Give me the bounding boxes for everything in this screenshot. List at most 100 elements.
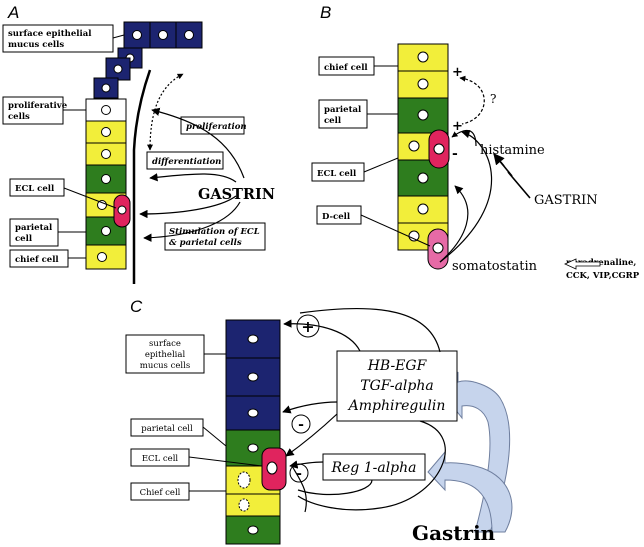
nucleus (247, 408, 259, 418)
a-labels: surface epithelial mucus cells prolifera… (2, 24, 125, 268)
a-differentiation-box (146, 151, 224, 170)
b-label-parietal-box (318, 99, 368, 129)
b-inhibitors-2: CCK, VIP,CGRP (566, 271, 640, 281)
nucleus (433, 143, 445, 155)
a-stimulation-label-2: & parietal cells (169, 238, 242, 248)
nucleus (417, 203, 429, 215)
nucleus (101, 127, 111, 137)
a-lumen-line (132, 69, 152, 284)
curve (291, 465, 307, 513)
a-arrows (139, 73, 245, 242)
b-histamine: histamine (480, 143, 545, 158)
b-label-chief: chief cell (324, 63, 368, 73)
arrow (143, 201, 241, 242)
a-label-parietal-1: parietal (15, 223, 53, 233)
nucleus (237, 471, 251, 489)
c-plus: + (301, 317, 314, 336)
c-label-chief: Chief cell (140, 488, 181, 498)
c-factor-1: HB-EGF (367, 358, 428, 374)
arrow (149, 173, 237, 183)
a-label-ecl-box (9, 178, 65, 197)
a-label-ecl: ECL cell (15, 184, 55, 194)
arrow (139, 195, 237, 219)
c-label-surface-box (125, 334, 205, 374)
panel-b-letter: B (320, 3, 331, 22)
c-label-surface-1: surface (149, 339, 181, 349)
dashed-arrow (147, 73, 184, 151)
gastrin-arrow (493, 153, 513, 177)
nucleus (101, 149, 111, 159)
c-reg-label: Reg 1-alpha (330, 460, 416, 476)
nucleus (101, 226, 111, 236)
c-label-surface-2: epithelial (145, 350, 186, 360)
nucleus (247, 443, 259, 453)
c-minus-1: - (298, 417, 304, 433)
arrow (285, 413, 338, 457)
b-label-parietal-1: parietal (324, 105, 362, 115)
inhibitors-arrow-icon (564, 258, 601, 270)
b-somatostatin: somatostatin (452, 259, 538, 274)
a-gastrin-label: GASTRIN (198, 186, 275, 203)
a-label-prolif-box (2, 96, 64, 125)
somatostatin-arrow (439, 130, 493, 263)
nucleus (101, 105, 111, 115)
c-factor-3: Amphiregulin (347, 398, 446, 414)
b-label-dcell: D-cell (322, 212, 351, 222)
arrow (289, 460, 324, 469)
nucleus (158, 30, 168, 40)
a-label-parietal-box (9, 218, 59, 247)
b-label-ecl: ECL cell (317, 169, 357, 179)
curve (297, 420, 446, 511)
a-proliferation-label: proliferation (186, 122, 247, 132)
nucleus (101, 174, 111, 184)
c-gland-column (225, 319, 287, 545)
c-minus-2: - (296, 466, 302, 482)
nucleus (113, 64, 123, 74)
somatostatin-arrow (439, 185, 469, 263)
nucleus (417, 109, 429, 121)
nucleus (117, 205, 127, 215)
arrow (283, 319, 361, 352)
c-reg-box (322, 453, 426, 481)
panel-b: B chief cell (311, 3, 640, 281)
a-label-surface-box (2, 24, 114, 53)
nucleus (408, 230, 420, 242)
b-plus-2: + (452, 119, 463, 134)
nucleus (432, 242, 444, 254)
arrow (282, 401, 338, 414)
nucleus (97, 252, 107, 262)
c-gastrin-label: Gastrin (412, 521, 496, 545)
b-plus-1: + (452, 65, 463, 80)
nucleus (101, 83, 111, 93)
b-labels: chief cell parietal cell ECL cell D-cell (311, 56, 431, 247)
nucleus (247, 334, 259, 344)
b-question: ? (490, 92, 496, 106)
nucleus (417, 172, 429, 184)
panel-c-letter: C (130, 297, 143, 316)
leader-line (363, 157, 399, 173)
c-label-surface-3: mucus cells (140, 361, 190, 371)
b-inhibitors-1: noradrenaline, (566, 258, 636, 268)
curve (299, 307, 441, 353)
a-label-surface-1: surface epithelial (8, 29, 92, 39)
nucleus (247, 525, 259, 535)
leader-line (360, 214, 431, 247)
b-gastrin: GASTRIN (534, 193, 598, 208)
leader-line (63, 187, 117, 209)
nucleus (97, 200, 107, 210)
nucleus (238, 498, 250, 512)
a-label-prolif-2: cells (8, 112, 30, 122)
leader-line (202, 426, 227, 447)
c-factors-box (336, 350, 458, 422)
a-actions: proliferation differentiation Stimulatio… (146, 116, 266, 251)
a-label-surface-2: mucus cells (8, 40, 64, 50)
a-label-prolif-1: proliferative (8, 101, 68, 111)
c-minus-circle-1 (291, 414, 311, 434)
nucleus (184, 30, 194, 40)
nucleus (266, 461, 278, 475)
nucleus (417, 51, 429, 63)
nucleus (417, 78, 429, 90)
curve (297, 479, 373, 496)
